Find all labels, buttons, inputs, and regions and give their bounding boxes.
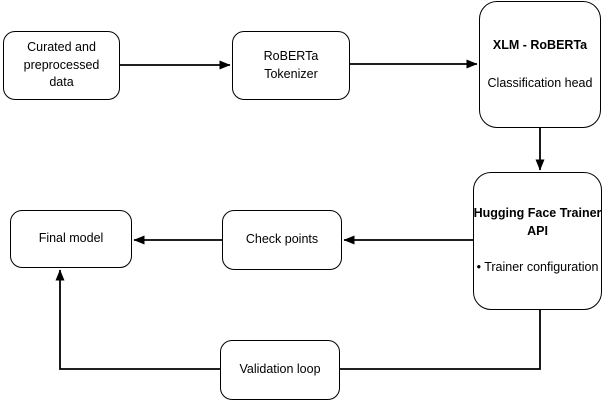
node-check-points: Check points [222, 210, 342, 270]
node-final-model: Final model [10, 210, 132, 268]
node-final-model-label: Final model [38, 231, 104, 246]
node-xlm-roberta-subtitle: Classification head [487, 76, 593, 90]
node-curated-data-label: Curated and preprocessed data [23, 40, 100, 90]
node-validation-loop-label: Validation loop [239, 362, 321, 377]
node-roberta-tokenizer-label: RoBERTa Tokenizer [263, 49, 319, 81]
node-trainer-api: Hugging Face Trainer API • Trainer confi… [473, 172, 602, 310]
node-xlm-roberta-title: XLM - RoBERTa [492, 37, 588, 52]
node-curated-data: Curated and preprocessed data [3, 31, 120, 100]
node-roberta-tokenizer: RoBERTa Tokenizer [232, 31, 350, 100]
node-validation-loop: Validation loop [220, 340, 340, 400]
edge-trainer-to-validation [340, 310, 541, 370]
node-trainer-api-title: Hugging Face Trainer API [473, 206, 602, 238]
node-trainer-api-bullet: • Trainer configuration [476, 260, 599, 275]
node-xlm-roberta: XLM - RoBERTa Classification head [479, 1, 601, 128]
node-check-points-label: Check points [245, 232, 319, 247]
edge-validation-to-finalmodel [55, 269, 220, 370]
